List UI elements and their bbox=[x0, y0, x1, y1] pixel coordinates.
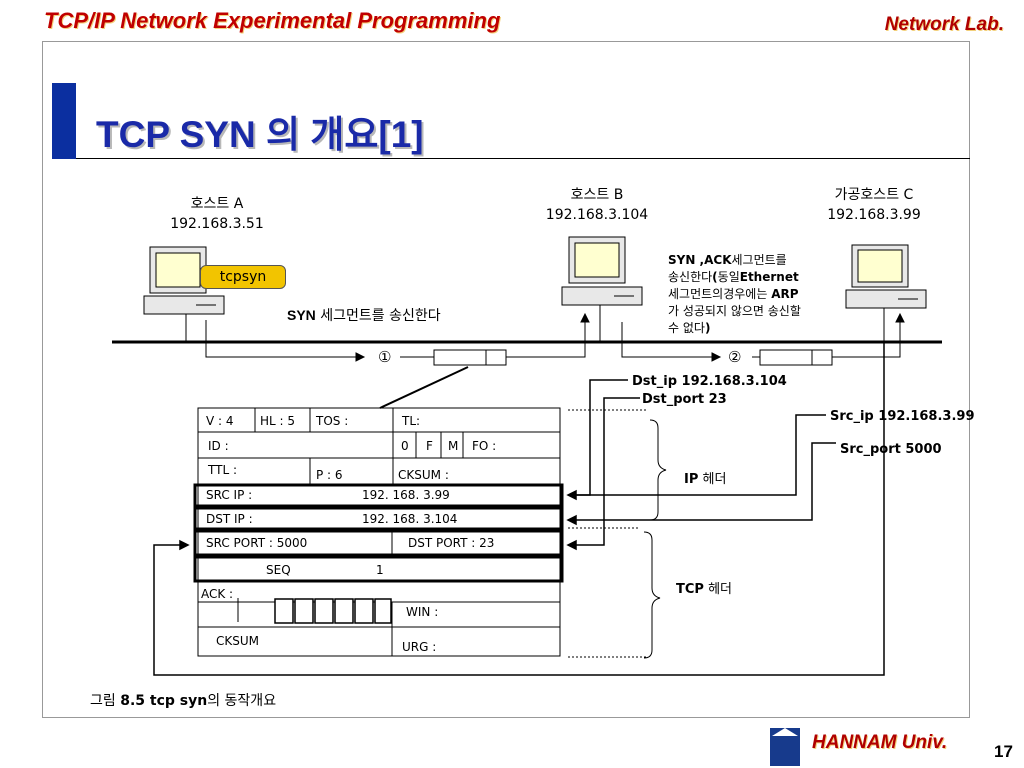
table-dotted-markers bbox=[568, 409, 648, 658]
field-fragment-offset: FO : bbox=[472, 439, 497, 453]
synack-note-text-3a: 세그먼트의경우에는 bbox=[668, 287, 772, 301]
synack-note: SYN ,ACK세그먼트를 송신한다(동일Ethernet 세그먼트의경우에는 … bbox=[668, 252, 838, 337]
title-rule bbox=[76, 158, 970, 159]
figure-caption: 그림 8.5 tcp syn의 동작개요 bbox=[90, 690, 276, 710]
syn-send-label: SYN 세그먼트를 송신한다 bbox=[287, 305, 441, 325]
segment-box-1 bbox=[433, 349, 507, 366]
ip-header-bold: IP bbox=[684, 472, 699, 487]
host-c-computer-icon bbox=[845, 244, 927, 342]
host-b-label: 호스트 B 192.168.3.104 bbox=[517, 185, 677, 225]
tcpsyn-program-label: tcpsyn bbox=[200, 265, 286, 289]
tcp-header-bold: TCP bbox=[676, 582, 704, 597]
host-b-computer-icon bbox=[561, 236, 643, 342]
synack-note-text-4: 가 성공되지 않으면 송신할 bbox=[668, 304, 801, 318]
dst-arrows bbox=[566, 379, 640, 551]
src-port-label: Src_port 5000 bbox=[840, 442, 942, 457]
field-tcp-checksum: CKSUM bbox=[216, 634, 260, 648]
ip-header-rest: 헤더 bbox=[698, 472, 727, 487]
dst-ip-label: Dst_ip 192.168.3.104 bbox=[632, 374, 787, 389]
header-braces bbox=[643, 419, 667, 659]
tcp-header-label: TCP 헤더 bbox=[676, 578, 732, 597]
highlighted-rows bbox=[193, 483, 564, 583]
step-2-marker: ② bbox=[728, 348, 742, 366]
src-ip-label: Src_ip 192.168.3.99 bbox=[830, 409, 975, 424]
field-dst-port: DST PORT : 23 bbox=[408, 536, 495, 550]
field-seq-label: SEQ bbox=[266, 563, 291, 577]
university-name: HANNAM Univ. bbox=[812, 732, 948, 753]
tcp-header-rest: 헤더 bbox=[703, 582, 732, 597]
synack-note-text-2a: 송신한다 bbox=[668, 270, 713, 284]
field-flag-zero: 0 bbox=[401, 439, 409, 453]
host-c-ip: 192.168.3.99 bbox=[827, 207, 921, 223]
field-seq-value: 1 bbox=[376, 563, 384, 577]
field-version: V : 4 bbox=[206, 414, 234, 428]
synack-note-text-2c: 동일 bbox=[717, 270, 740, 284]
field-ttl: TTL : bbox=[208, 463, 237, 477]
hannam-logo-icon bbox=[770, 728, 800, 766]
synack-note-paren-open: ( bbox=[712, 270, 718, 284]
field-src-port: SRC PORT : 5000 bbox=[206, 536, 308, 550]
syn-send-bold: SYN bbox=[287, 307, 316, 323]
field-header-length: HL : 5 bbox=[260, 414, 296, 428]
synack-note-text-1: 세그먼트를 bbox=[731, 253, 787, 267]
field-src-ip-label: SRC IP : bbox=[206, 488, 253, 502]
host-a-label: 호스트 A 192.168.3.51 bbox=[137, 194, 297, 234]
course-title: TCP/IP Network Experimental Programming bbox=[44, 8, 501, 33]
synack-note-arp: ARP bbox=[771, 287, 799, 301]
caption-text: 의 동작개요 bbox=[207, 693, 277, 709]
field-tos: TOS : bbox=[316, 414, 349, 428]
src-arrows bbox=[566, 414, 836, 526]
loop-arrow bbox=[153, 342, 885, 676]
field-window: WIN : bbox=[406, 605, 439, 619]
ip-header-label: IP 헤더 bbox=[684, 468, 726, 487]
lab-name: Network Lab. bbox=[884, 14, 1004, 35]
field-src-ip-value: 192. 168. 3.99 bbox=[362, 488, 450, 502]
field-protocol: P : 6 bbox=[316, 468, 343, 482]
slide-title: TCP SYN 의 개요[1] bbox=[96, 114, 424, 155]
field-urgent: URG : bbox=[402, 640, 437, 654]
host-a-computer-icon bbox=[143, 246, 225, 342]
host-a-ip: 192.168.3.51 bbox=[170, 216, 264, 232]
host-b-ip: 192.168.3.104 bbox=[545, 207, 649, 223]
title-accent-bar bbox=[52, 83, 76, 159]
field-ip-checksum: CKSUM : bbox=[398, 468, 449, 482]
caption-figure-number: 8.5 tcp syn bbox=[120, 693, 208, 709]
field-total-length: TL: bbox=[402, 414, 421, 428]
segment-box-2 bbox=[759, 349, 833, 366]
field-ack: ACK : bbox=[201, 587, 234, 601]
ack-bit-boxes bbox=[274, 598, 392, 624]
synack-note-bold: SYN ,ACK bbox=[668, 253, 732, 267]
segment-pointer-line bbox=[379, 366, 469, 409]
field-flag-m: M bbox=[448, 439, 459, 453]
host-c-name: 가공호스트 C bbox=[834, 187, 914, 203]
field-dst-ip-label: DST IP : bbox=[206, 512, 253, 526]
synack-note-ethernet: Ethernet bbox=[739, 270, 799, 284]
host-b-name: 호스트 B bbox=[570, 187, 624, 203]
step-1-marker: ① bbox=[378, 348, 392, 366]
syn-send-rest: 세그먼트를 송신한다 bbox=[315, 308, 441, 324]
synack-note-text-5a: 수 없다 bbox=[668, 321, 705, 335]
caption-prefix: 그림 bbox=[90, 693, 121, 709]
host-a-name: 호스트 A bbox=[190, 196, 244, 212]
slide-frame bbox=[42, 41, 970, 718]
field-flag-f: F bbox=[426, 439, 433, 453]
dst-port-label: Dst_port 23 bbox=[642, 392, 727, 407]
field-dst-ip-value: 192. 168. 3.104 bbox=[362, 512, 458, 526]
synack-note-paren-close: ) bbox=[704, 321, 711, 335]
page-number: 17 bbox=[994, 742, 1013, 761]
field-id: ID : bbox=[208, 439, 229, 453]
host-c-label: 가공호스트 C 192.168.3.99 bbox=[794, 185, 954, 225]
